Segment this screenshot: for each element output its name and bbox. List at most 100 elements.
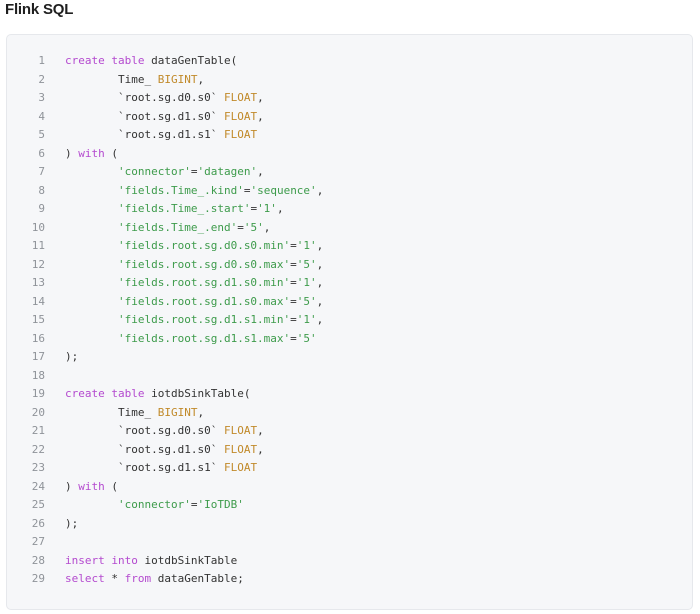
code-line: 11 'fields.root.sg.d0.s0.min'='1', <box>7 237 692 256</box>
code-line: 20 Time_ BIGINT, <box>7 404 692 423</box>
string-token: 'sequence' <box>250 183 317 197</box>
line-number: 26 <box>31 516 45 530</box>
text-token <box>65 276 118 289</box>
text-token: , <box>316 257 324 271</box>
line-number: 12 <box>31 257 45 271</box>
line-code: Time_ BIGINT, <box>65 71 204 90</box>
code-line: 15 'fields.root.sg.d1.s1.min'='1', <box>7 311 692 330</box>
text-token: , <box>197 72 205 86</box>
code-line: 21 `root.sg.d0.s0` FLOAT, <box>7 422 692 441</box>
type-token: FLOAT <box>223 91 258 104</box>
line-number: 17 <box>31 350 45 363</box>
string-token: 'fields.root.sg.d1.s1.min' <box>117 313 291 326</box>
string-token: 'datagen' <box>197 165 258 178</box>
line-number: 19 <box>31 387 45 400</box>
string-token: '5' <box>296 257 317 271</box>
keyword-token: create <box>65 387 105 400</box>
string-token: '1' <box>296 313 317 326</box>
text-token: ) <box>65 479 79 493</box>
string-token: 'fields.Time_.kind' <box>117 183 244 197</box>
text-token: `root.sg.d1.s1` <box>65 128 224 141</box>
text-token: , <box>316 313 324 326</box>
text-token: * <box>104 572 125 585</box>
text-token <box>65 258 118 271</box>
code-line: 17); <box>7 348 692 367</box>
text-token: `root.sg.d1.s0` <box>65 109 224 123</box>
keyword-token: with <box>78 479 105 493</box>
code-line: 16 'fields.root.sg.d1.s1.max'='5' <box>7 330 692 349</box>
line-code: insert into iotdbSinkTable <box>65 552 237 571</box>
line-code: 'connector'='IoTDB' <box>65 496 244 515</box>
line-code: `root.sg.d1.s0` FLOAT, <box>65 108 264 127</box>
line-code: 'fields.Time_.start'='1', <box>65 200 284 219</box>
text-token <box>65 239 118 252</box>
keyword-token: create <box>65 54 105 67</box>
code-line: 23 `root.sg.d1.s1` FLOAT <box>7 459 692 478</box>
text-token: , <box>257 91 264 104</box>
line-number: 27 <box>31 535 45 548</box>
code-line: 4 `root.sg.d1.s0` FLOAT, <box>7 108 692 127</box>
line-code: ); <box>65 515 78 534</box>
line-code: `root.sg.d1.s1` FLOAT <box>65 126 257 145</box>
line-code: 'fields.root.sg.d1.s1.min'='1', <box>65 311 323 330</box>
keyword-token: into <box>111 553 138 567</box>
type-token: FLOAT <box>223 424 258 437</box>
string-token: 'IoTDB' <box>197 498 244 511</box>
string-token: '1' <box>296 276 317 289</box>
text-token: , <box>316 276 324 289</box>
text-token: = <box>250 202 258 215</box>
line-number: 9 <box>38 202 45 215</box>
keyword-token: select <box>65 572 105 585</box>
line-number: 14 <box>31 294 45 308</box>
text-token <box>65 313 118 326</box>
type-token: BIGINT <box>157 405 198 419</box>
string-token: 'connector' <box>117 498 191 511</box>
code-line: 19 create table iotdbSinkTable( <box>7 385 692 404</box>
type-token: FLOAT <box>223 461 258 474</box>
code-line: 13 'fields.root.sg.d1.s0.min'='1', <box>7 274 692 293</box>
line-code: 'fields.root.sg.d1.s0.min'='1', <box>65 274 323 293</box>
line-code: create table iotdbSinkTable( <box>65 385 250 404</box>
line-code: ); <box>65 348 78 367</box>
text-token: Time_ <box>65 405 158 419</box>
line-number: 3 <box>38 91 45 104</box>
line-number: 20 <box>31 405 45 419</box>
line-number: 25 <box>31 498 45 511</box>
text-token: = <box>290 276 297 289</box>
line-number: 2 <box>38 72 45 86</box>
line-number: 4 <box>38 109 45 123</box>
code-line: 2 Time_ BIGINT, <box>7 71 692 90</box>
text-token <box>65 165 118 178</box>
line-code: 'fields.root.sg.d1.s1.max'='5' <box>65 330 317 349</box>
line-number: 16 <box>31 331 45 345</box>
text-token: dataGenTable; <box>151 572 244 585</box>
text-token: = <box>190 498 198 511</box>
text-token: Time_ <box>65 72 158 86</box>
line-number: 11 <box>31 239 45 252</box>
text-token: `root.sg.d0.s0` <box>65 424 224 437</box>
text-token: , <box>257 165 264 178</box>
keyword-token: table <box>111 54 145 67</box>
text-token <box>65 184 118 197</box>
text-token: = <box>243 183 251 197</box>
code-line: 3 `root.sg.d0.s0` FLOAT, <box>7 89 692 108</box>
keyword-token: with <box>78 146 105 160</box>
string-token: 'fields.root.sg.d0.s0.max' <box>117 257 291 271</box>
text-token <box>65 202 118 215</box>
code-line: 22 `root.sg.d1.s0` FLOAT, <box>7 441 692 460</box>
string-token: '5' <box>296 294 317 308</box>
text-token: ); <box>65 516 79 530</box>
line-number: 23 <box>31 461 45 474</box>
text-token: = <box>290 313 297 326</box>
text-token: `root.sg.d1.s1` <box>65 461 224 474</box>
text-token <box>65 498 118 511</box>
line-number: 18 <box>31 368 45 382</box>
keyword-token: from <box>124 572 152 585</box>
line-code: 'fields.root.sg.d0.s0.min'='1', <box>65 237 323 256</box>
line-code: 'fields.Time_.kind'='sequence', <box>65 182 323 201</box>
code-line: 12 'fields.root.sg.d0.s0.max'='5', <box>7 256 692 275</box>
